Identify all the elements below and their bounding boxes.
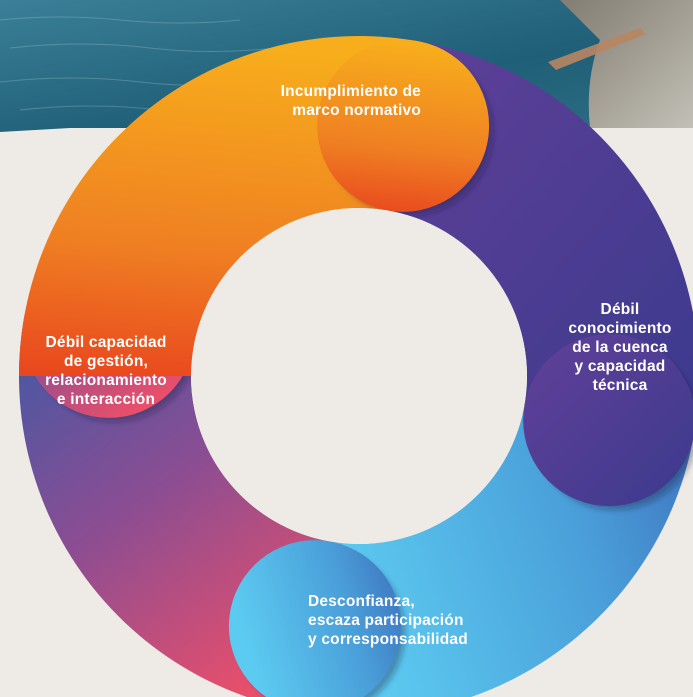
segment-head-top bbox=[317, 39, 490, 212]
segment-label-left: Débil capacidad de gestión, relacionamie… bbox=[45, 334, 167, 408]
segment-label-bottom: Desconfianza, escaza participación y cor… bbox=[308, 593, 468, 648]
segment-label-right: Débil conocimiento de la cuenca y capaci… bbox=[568, 301, 672, 394]
cycle-center bbox=[191, 208, 527, 544]
cycle-ring bbox=[19, 35, 693, 697]
segment-head-right bbox=[523, 334, 693, 507]
segment-head-bottom bbox=[228, 540, 401, 697]
segment-label-top: Incumplimiento de marco normativo bbox=[280, 83, 421, 119]
